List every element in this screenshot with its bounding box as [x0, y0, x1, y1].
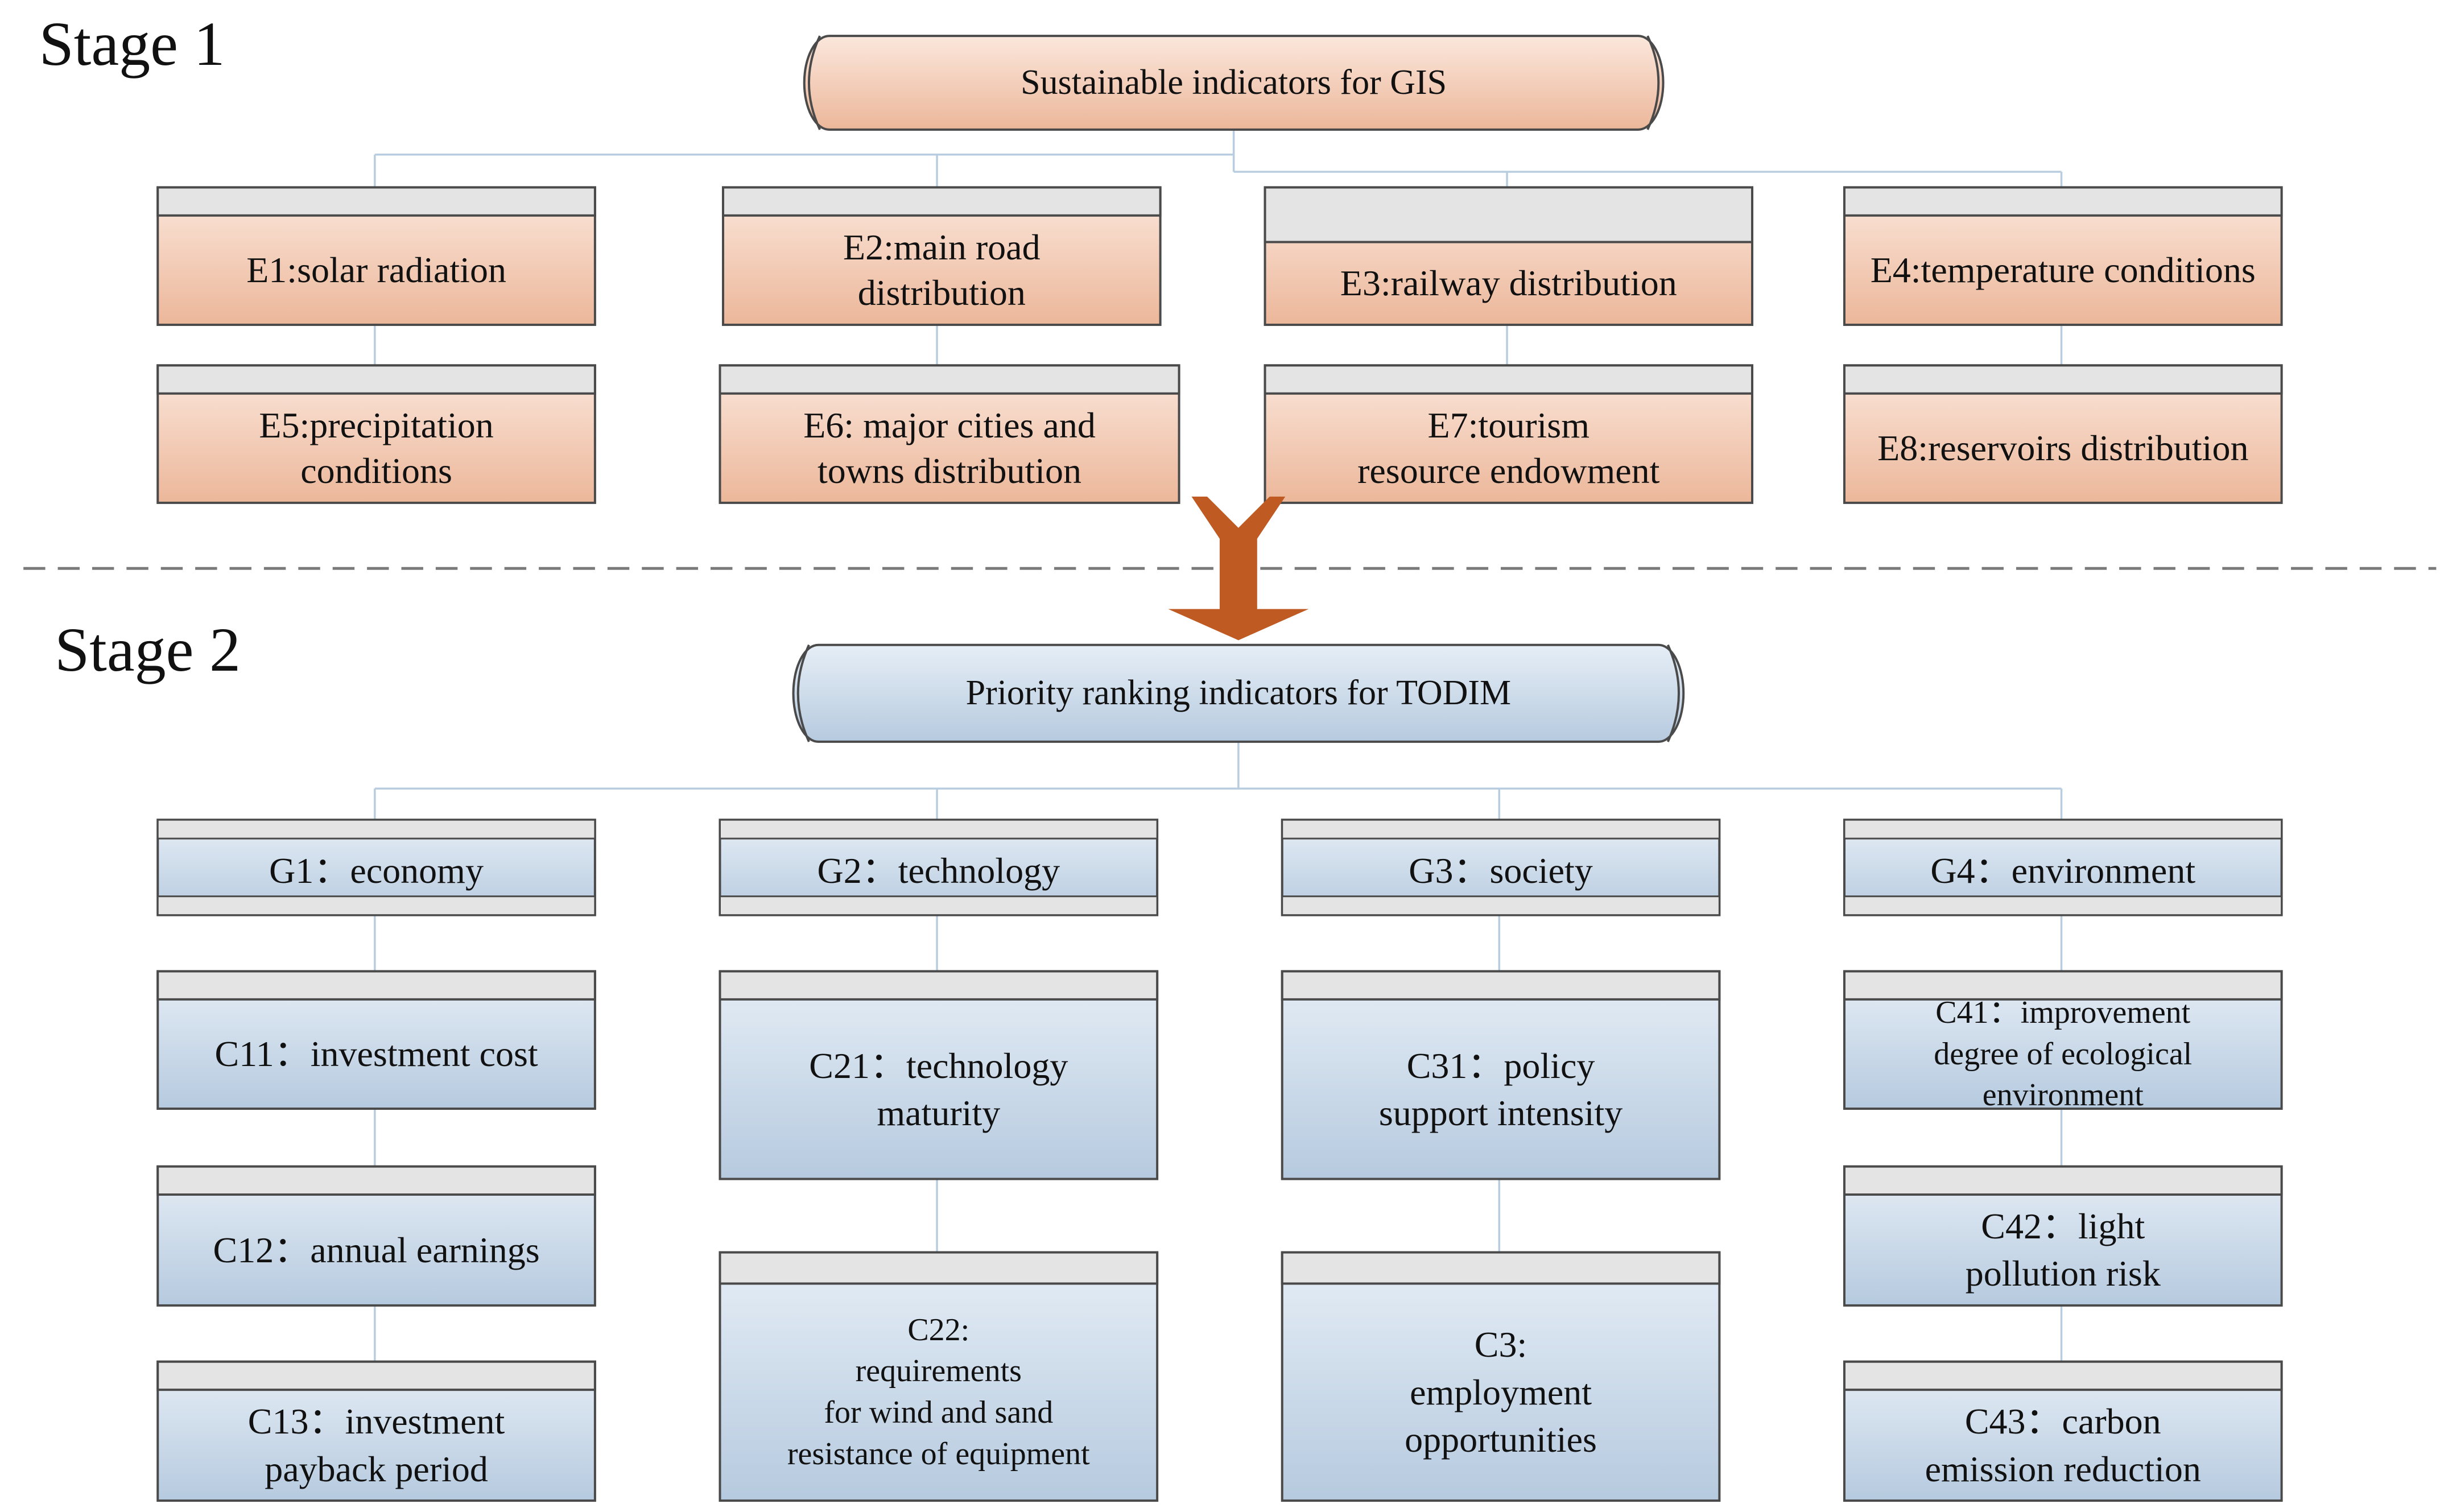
c43-box-label: C43：carbon emission reduction	[1925, 1401, 2201, 1489]
root-sustainable-indicators-left-curl	[807, 35, 821, 130]
g4-box: G4：environment	[1844, 838, 2282, 897]
c22-box: C22: requirements for wind and sand resi…	[720, 1283, 1157, 1501]
g2-box-top-bar	[719, 819, 1158, 840]
stage-2-title: Stage 2	[55, 615, 241, 685]
g4-box-bottom-bar	[1843, 895, 2283, 916]
c31-box-header-bar	[1281, 970, 1721, 1001]
root-priority-ranking-indicators-body	[792, 643, 1685, 743]
c13-box-label: C13：investment payback period	[247, 1401, 505, 1489]
c21-box-body	[719, 970, 1159, 1180]
g1-box-label: G1：economy	[269, 850, 484, 891]
e2-box-header-bar	[721, 186, 1162, 217]
e7-box-header-bar	[1264, 364, 1754, 395]
e6-box: E6: major cities and towns distribution	[720, 394, 1179, 503]
c32-box-label: C3: employment opportunities	[1405, 1324, 1597, 1460]
g3-box-label: G3：society	[1409, 850, 1593, 891]
e2-box: E2:main road distribution	[723, 216, 1161, 325]
c43-box: C43：carbon emission reduction	[1844, 1390, 2282, 1501]
e4-box-label: E4:temperature conditions	[1870, 249, 2256, 290]
e8-box: E8:reservoirs distribution	[1844, 394, 2282, 503]
e4-box-header-bar	[1843, 186, 2283, 217]
e8-box-header-bar	[1843, 364, 2283, 395]
c11-box-label: C11：investment cost	[214, 1034, 538, 1075]
c21-box-label: C21：technology maturity	[809, 1045, 1068, 1133]
g1-box: G1：economy	[158, 838, 595, 897]
c41-box: C41：improvement degree of ecological env…	[1844, 995, 2282, 1113]
root-priority-ranking-indicators-left-curl	[796, 644, 810, 742]
g3-box-top-bar	[1281, 819, 1720, 840]
e5-box-label: E5:precipitation conditions	[259, 404, 494, 491]
root-sustainable-indicators-label: Sustainable indicators for GIS	[1021, 63, 1447, 102]
e7-box-label: E7:tourism resource endowment	[1357, 404, 1660, 491]
root-sustainable-indicators: Sustainable indicators for GIS	[804, 36, 1663, 130]
c12-box-label: C12：annual earnings	[213, 1229, 540, 1270]
e1-box-header-bar	[156, 186, 596, 217]
down-arrow-icon	[1168, 496, 1309, 641]
c22-box-body	[719, 1251, 1159, 1502]
c21-box-header-bar	[719, 970, 1159, 1001]
root-sustainable-indicators-body	[803, 35, 1665, 131]
c32-box-header-bar	[1281, 1251, 1721, 1285]
e4-box: E4:temperature conditions	[1844, 216, 2282, 325]
e6-box-header-bar	[719, 364, 1180, 395]
g4-box-label: G4：environment	[1930, 850, 2196, 891]
e3-box-header-bar	[1264, 186, 1754, 243]
g3-box-bottom-bar	[1281, 895, 1720, 916]
c31-box-body	[1281, 970, 1721, 1180]
c42-box-header-bar	[1843, 1165, 2283, 1196]
c22-box-header-bar	[719, 1251, 1159, 1285]
e3-box-label: E3:railway distribution	[1340, 263, 1677, 304]
c11-box-header-bar	[156, 970, 596, 1001]
e3-box: E3:railway distribution	[1265, 242, 1752, 324]
c32-box: C3: employment opportunities	[1282, 1283, 1720, 1501]
g1-box-top-bar	[156, 819, 596, 840]
c42-box: C42：light pollution risk	[1844, 1195, 2282, 1306]
stage-1-title: Stage 1	[39, 9, 225, 79]
root-priority-ranking-indicators: Priority ranking indicators for TODIM	[794, 645, 1684, 742]
g2-box: G2：technology	[720, 838, 1157, 897]
e5-box: E5:precipitation conditions	[158, 394, 595, 503]
c43-box-header-bar	[1843, 1360, 2283, 1391]
c22-box-label: C22: requirements for wind and sand resi…	[787, 1312, 1090, 1472]
e1-box: E1:solar radiation	[158, 216, 595, 325]
c32-box-body	[1281, 1251, 1721, 1502]
root-priority-ranking-indicators-label: Priority ranking indicators for TODIM	[965, 674, 1512, 713]
root-priority-ranking-indicators-right-curl	[1666, 644, 1680, 742]
c21-box: C21：technology maturity	[720, 999, 1157, 1179]
c11-box: C11：investment cost	[158, 999, 595, 1109]
c31-box: C31：policy support intensity	[1282, 999, 1720, 1179]
root-sustainable-indicators-right-curl	[1646, 35, 1660, 130]
c41-box-label: C41：improvement degree of ecological env…	[1934, 994, 2193, 1113]
g1-box-bottom-bar	[156, 895, 596, 916]
c12-box: C12：annual earnings	[158, 1195, 595, 1306]
c13-box: C13：investment payback period	[158, 1390, 595, 1501]
g3-box: G3：society	[1282, 838, 1720, 897]
e2-box-label: E2:main road distribution	[843, 226, 1041, 313]
e6-box-label: E6: major cities and towns distribution	[803, 404, 1096, 491]
g4-box-top-bar	[1843, 819, 2283, 840]
e1-box-label: E1:solar radiation	[246, 249, 506, 290]
e7-box: E7:tourism resource endowment	[1265, 394, 1752, 503]
c41-box-header-bar	[1843, 970, 2283, 1001]
e8-box-label: E8:reservoirs distribution	[1877, 427, 2249, 468]
e5-box-header-bar	[156, 364, 596, 395]
c12-box-header-bar	[156, 1165, 596, 1196]
c42-box-label: C42：light pollution risk	[1965, 1206, 2161, 1294]
g2-box-bottom-bar	[719, 895, 1158, 916]
g2-box-label: G2：technology	[817, 850, 1060, 891]
c13-box-header-bar	[156, 1360, 596, 1391]
c31-box-label: C31：policy support intensity	[1378, 1045, 1623, 1133]
